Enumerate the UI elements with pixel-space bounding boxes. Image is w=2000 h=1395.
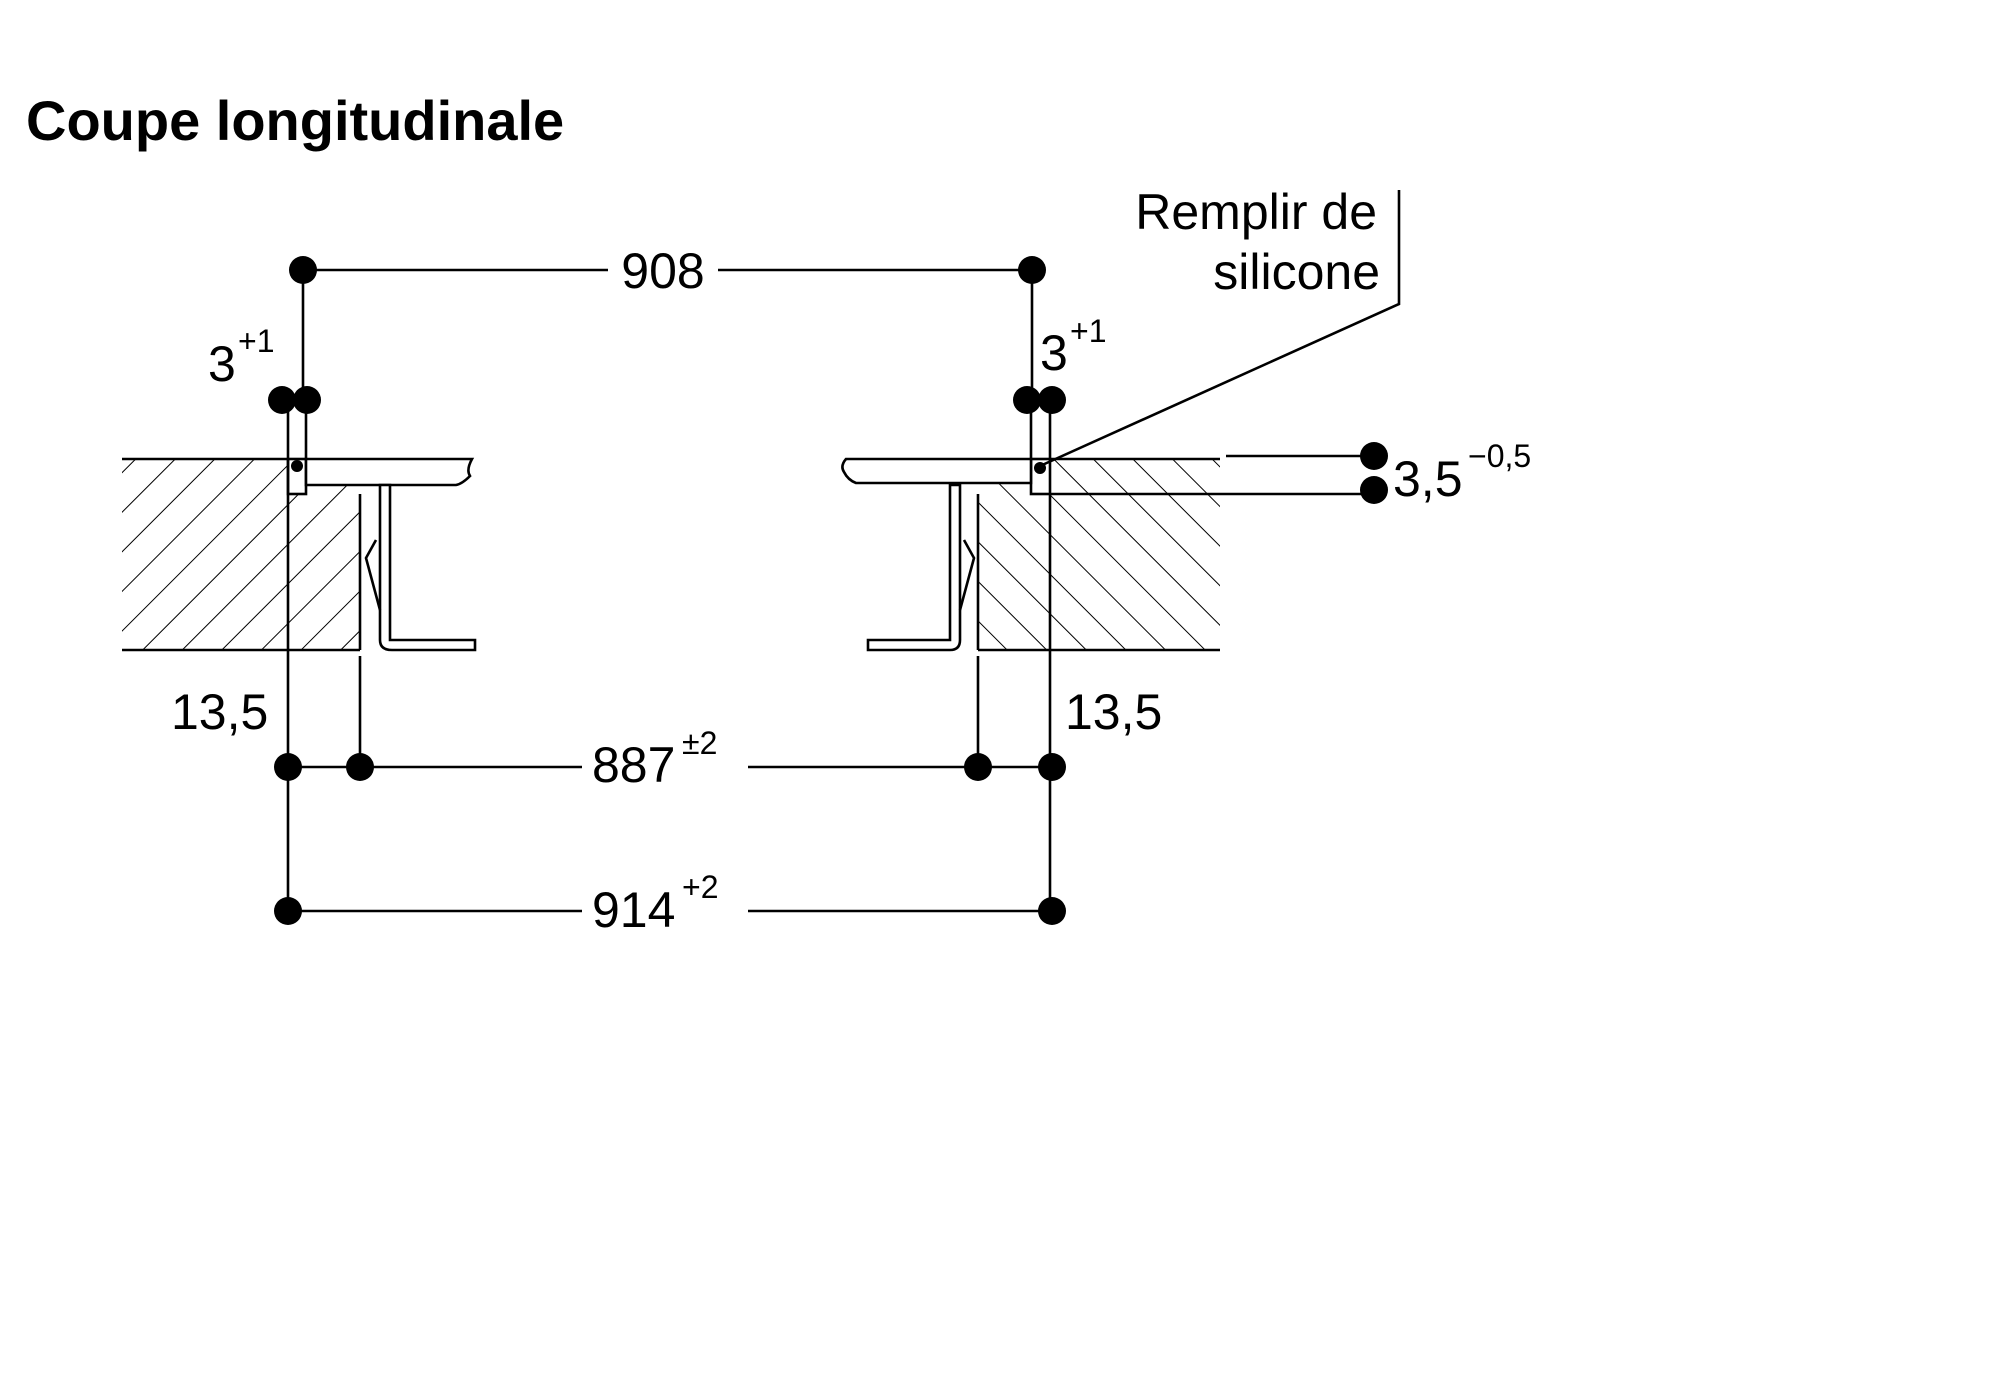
dimension-cutout-width-value: 914 [592,882,675,938]
dimension-inner-width: 887 ±2 [274,459,1066,911]
silicone-note: Remplir de silicone [1039,184,1401,468]
silicone-note-line2: silicone [1213,244,1380,300]
dimension-offset-right: 13,5 [1065,684,1162,740]
dimension-cutout-width: 914 +2 [274,869,1066,938]
dimension-depth-value: 3,5 [1393,451,1463,507]
dimension-gap-left-tolerance: +1 [238,323,274,359]
cooktop-left-edge [286,457,477,652]
dimension-depth: 3,5 −0,5 [1050,438,1531,507]
dimension-inner-width-tolerance: ±2 [682,725,717,761]
dimension-offset-left: 13,5 [171,684,268,740]
cooktop-right-edge [841,457,1052,652]
dimension-inner-width-value: 887 [592,737,675,793]
page-title: Coupe longitudinale [26,89,564,152]
silicone-note-line1: Remplir de [1135,184,1377,240]
dimension-gap-right-value: 3 [1040,325,1068,381]
dimension-gap-right: 3 +1 [1013,313,1106,459]
countertop-left [122,457,362,652]
dimension-gap-right-tolerance: +1 [1070,313,1106,349]
dimension-gap-left-value: 3 [208,336,236,392]
dimension-top-width: 908 [289,243,1046,400]
countertop-right [976,457,1220,652]
dimension-depth-tolerance: −0,5 [1468,438,1531,474]
dimension-cutout-width-tolerance: +2 [682,869,718,905]
dimension-top-width-label: 908 [621,243,704,299]
dimension-gap-left: 3 +1 [208,323,321,459]
